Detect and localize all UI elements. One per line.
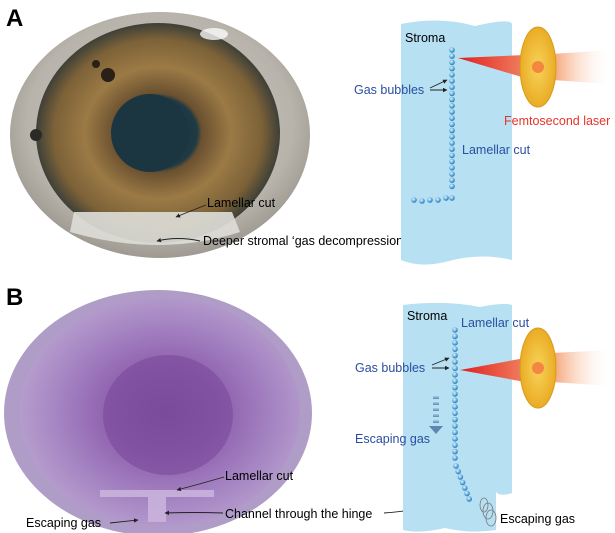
a-label-stroma: Stroma [405, 31, 445, 45]
gas-bubble [449, 72, 455, 78]
gas-bubble [452, 359, 458, 365]
b-label-lamellar-cut: Lamellar cut [461, 316, 530, 330]
gas-bubble [452, 378, 458, 384]
b-central-stain [103, 355, 233, 475]
gas-bubble [411, 197, 417, 203]
gas-bubble [449, 165, 455, 171]
gas-bubble [449, 134, 455, 140]
b-laser-focus [532, 362, 544, 374]
iris-freckle [30, 129, 42, 141]
gas-bubble [435, 197, 441, 203]
panel-b-letter: B [6, 284, 23, 311]
gas-bubble [449, 97, 455, 103]
gas-bubble [452, 340, 458, 346]
gas-bubble [452, 366, 458, 372]
gas-bubble [449, 146, 455, 152]
gas-bubble [449, 177, 455, 183]
gas-bubble [449, 159, 455, 165]
panel-a-letter: A [6, 5, 23, 32]
gas-bubble [452, 449, 458, 455]
a-laser-focus [532, 61, 544, 73]
gas-bubble [449, 140, 455, 146]
gas-bubble [449, 115, 455, 121]
gas-bubble [449, 153, 455, 159]
gas-bubble [449, 122, 455, 128]
gas-bubble [452, 346, 458, 352]
panel-b-schematic: Stroma Lamellar cut Gas bubbles Escaping… [355, 303, 612, 532]
gas-bubble [452, 353, 458, 359]
gas-bubble [452, 327, 458, 333]
gas-bubble [449, 78, 455, 84]
gas-bubble [452, 404, 458, 410]
panel-a-schematic: Stroma Gas bubbles Lamellar cut Femtosec… [354, 20, 612, 264]
gas-bubble [452, 398, 458, 404]
b-laser-beam-source [552, 350, 612, 386]
gas-bubble [466, 496, 472, 502]
a-label-gas-bubbles: Gas bubbles [354, 83, 424, 97]
gas-bubble [449, 195, 455, 201]
gas-bubble [452, 423, 458, 429]
gas-bubble [443, 195, 449, 201]
iris-freckle [92, 60, 100, 68]
b-photo-label-escaping-gas: Escaping gas [26, 516, 101, 530]
gas-bubble [458, 474, 464, 480]
gas-bubble [449, 109, 455, 115]
gas-bubble [449, 84, 455, 90]
gas-bubble [464, 491, 470, 497]
gas-bubble [449, 171, 455, 177]
gas-bubble [449, 47, 455, 53]
gas-bubble [460, 480, 466, 486]
b-photo-label-channel: Channel through the hinge [225, 507, 372, 521]
gas-bubble [452, 385, 458, 391]
b-arrow-channel [165, 513, 223, 514]
a-label-lamellar-cut: Lamellar cut [462, 143, 531, 157]
gas-bubble [452, 442, 458, 448]
a-laser-beam-source [552, 50, 612, 84]
gas-bubble [419, 198, 425, 204]
iris-freckle [101, 68, 115, 82]
gas-bubble [452, 410, 458, 416]
gas-bubble [455, 469, 461, 475]
panel-b-cornea-photo [4, 290, 312, 533]
gas-bubble [449, 53, 455, 59]
gas-bubble [452, 417, 458, 423]
pupil [111, 94, 189, 172]
gas-bubble [449, 60, 455, 66]
gas-bubble [452, 430, 458, 436]
a-label-laser: Femtosecond laser [504, 114, 610, 128]
b-label-escaping-gas: Escaping gas [355, 432, 430, 446]
panel-a-eye-photo [10, 12, 310, 258]
gas-bubble [449, 91, 455, 97]
gas-bubble [462, 485, 468, 491]
gas-bubble [427, 197, 433, 203]
b-label-stroma: Stroma [407, 309, 447, 323]
gas-bubble [452, 455, 458, 461]
gas-bubble [452, 334, 458, 340]
b-label-gas-bubbles: Gas bubbles [355, 361, 425, 375]
gas-bubble [452, 436, 458, 442]
a-photo-label-lamellar-cut: Lamellar cut [207, 196, 276, 210]
b-photo-label-lamellar-cut: Lamellar cut [225, 469, 294, 483]
gas-bubble [453, 463, 459, 469]
gas-bubble [449, 128, 455, 134]
specular-highlight [200, 28, 228, 40]
b-label-escaping-gas-bottom: Escaping gas [500, 512, 575, 526]
gas-bubble [452, 372, 458, 378]
gas-bubble [449, 66, 455, 72]
gas-bubble [449, 103, 455, 109]
gas-bubble [452, 391, 458, 397]
gas-bubble [449, 184, 455, 190]
